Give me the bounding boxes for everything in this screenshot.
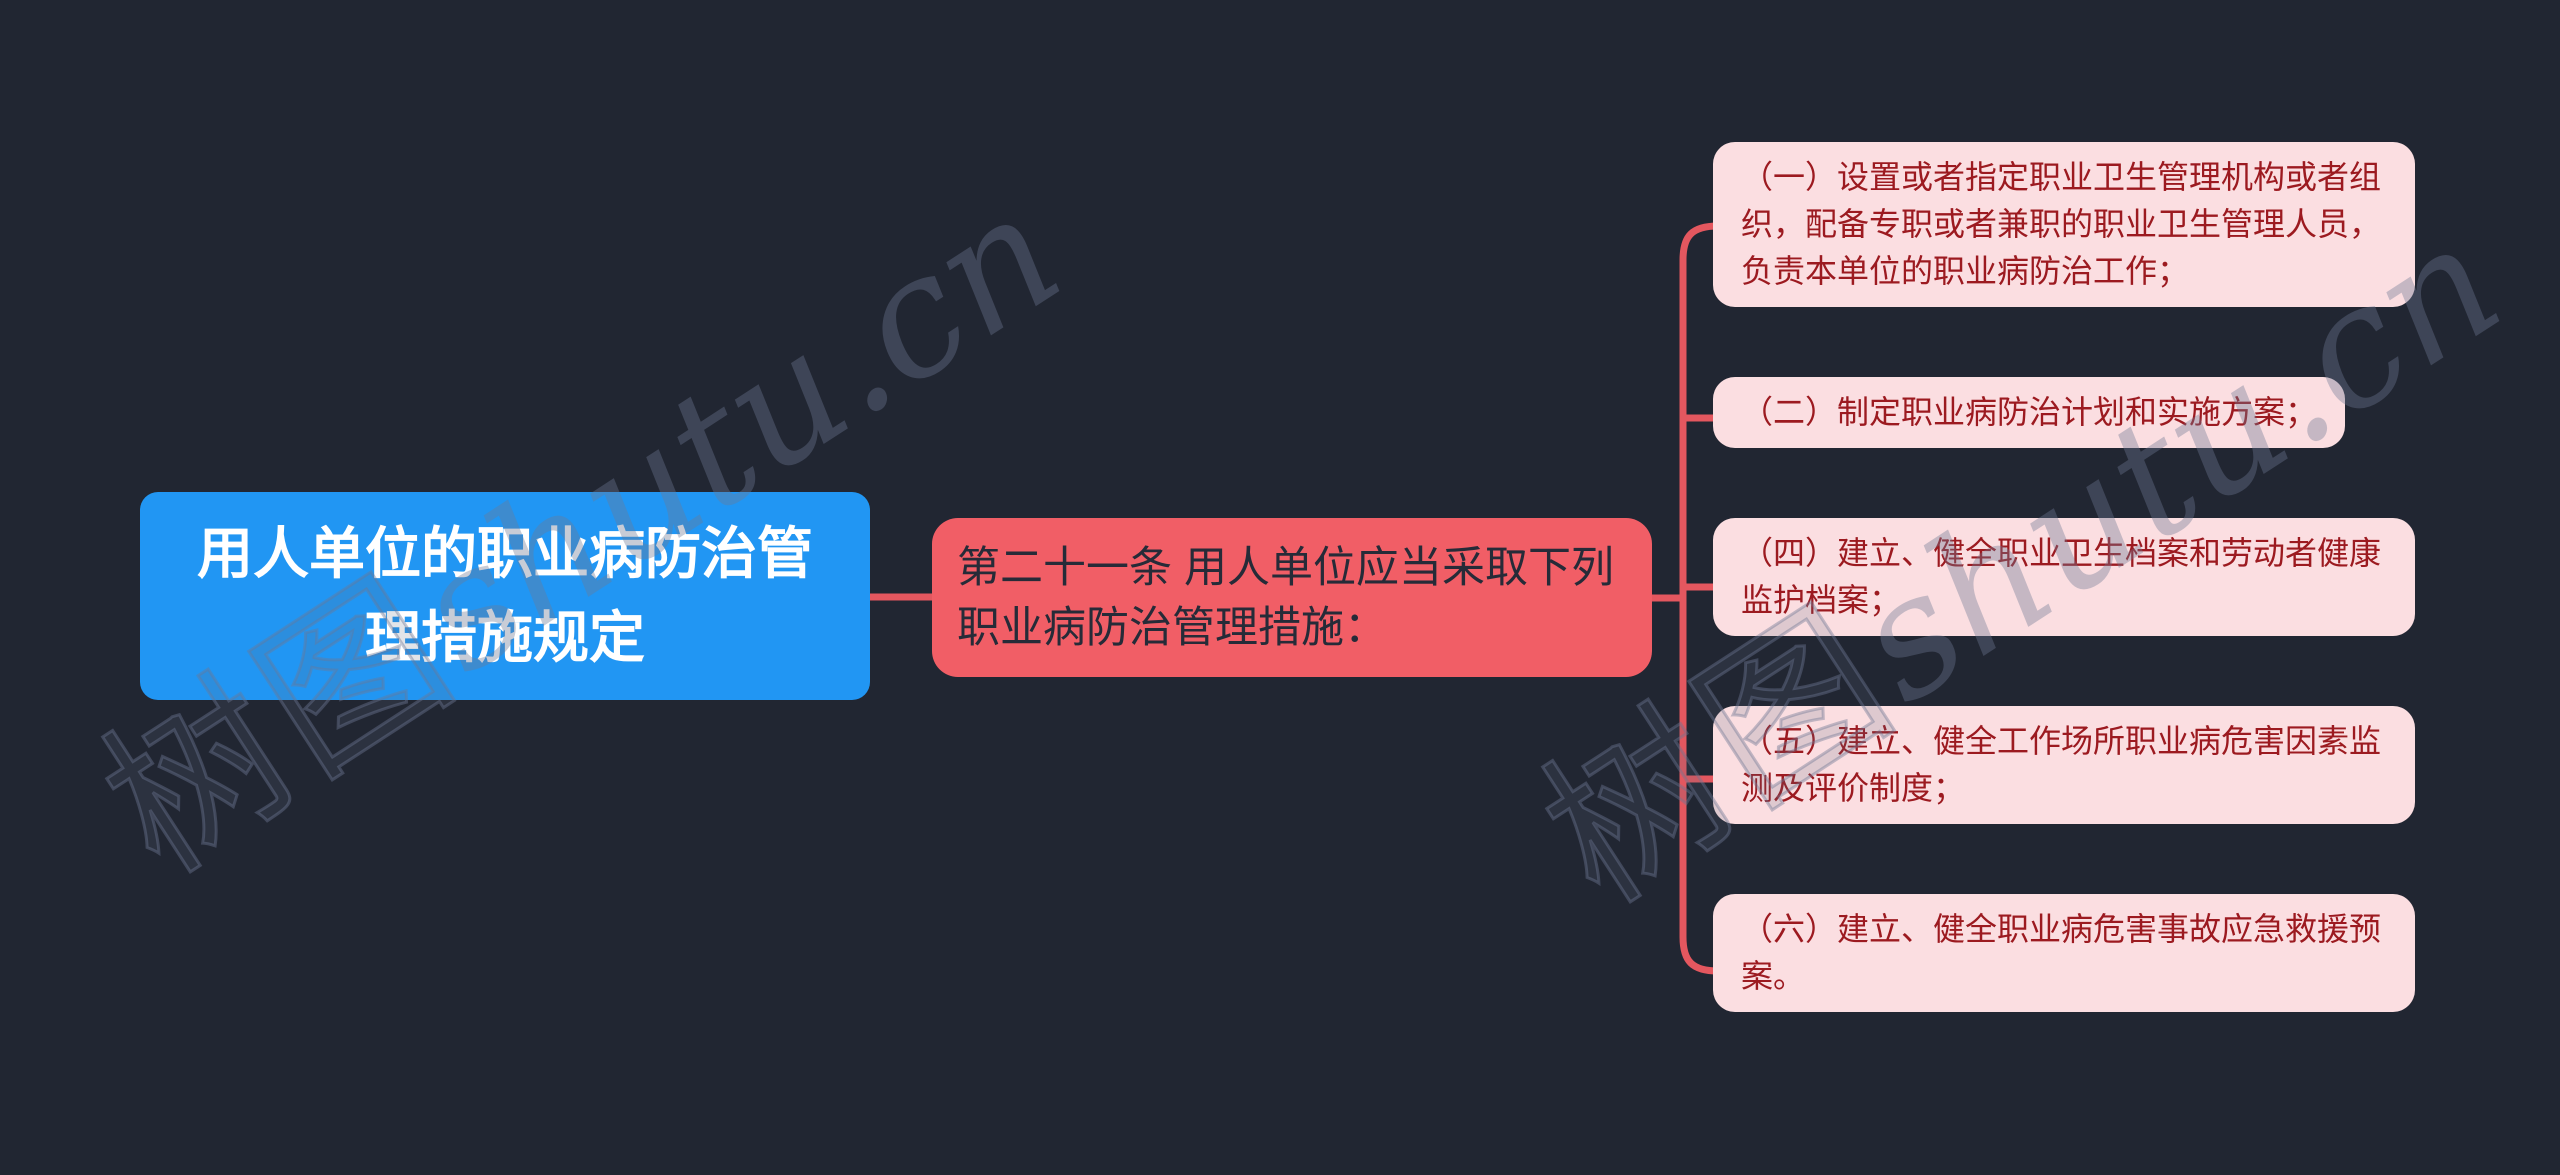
central-topic-label: 第二十一条 用人单位应当采取下列职业病防治管理措施： <box>957 543 1614 652</box>
central-topic-node[interactable]: 第二十一条 用人单位应当采取下列职业病防治管理措施： <box>932 518 1652 677</box>
root-topic-label: 用人单位的职业病防治管理措施规定 <box>197 522 813 669</box>
branch-node-3[interactable]: （四）建立、健全职业卫生档案和劳动者健康监护档案； <box>1713 518 2415 636</box>
branch-node-2[interactable]: （二）制定职业病防治计划和实施方案； <box>1713 377 2346 448</box>
branch-list: （一）设置或者指定职业卫生管理机构或者组织，配备专职或者兼职的职业卫生管理人员，… <box>1713 142 2415 1012</box>
branch-node-1[interactable]: （一）设置或者指定职业卫生管理机构或者组织，配备专职或者兼职的职业卫生管理人员，… <box>1713 142 2415 307</box>
root-topic-node[interactable]: 用人单位的职业病防治管理措施规定 <box>140 492 870 700</box>
branch-node-5[interactable]: （六）建立、健全职业病危害事故应急救援预案。 <box>1713 894 2415 1012</box>
branch-node-4[interactable]: （五）建立、健全工作场所职业病危害因素监测及评价制度； <box>1713 706 2415 824</box>
